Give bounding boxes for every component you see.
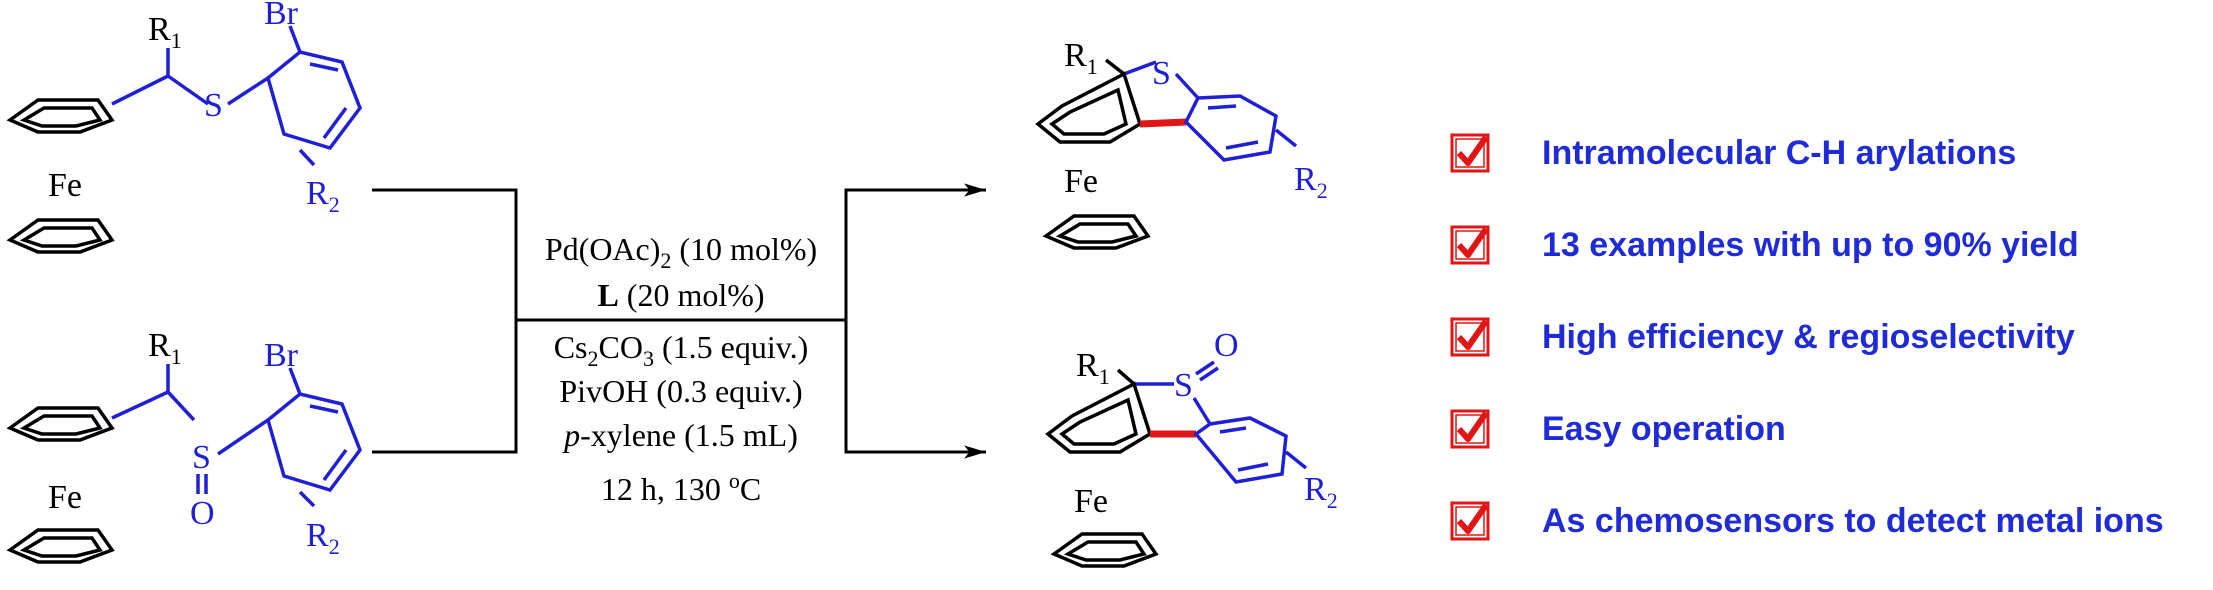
feature-item: Easy operation [1450,406,2210,452]
condition-additive: PivOH (0.3 equiv.) [559,373,802,409]
condition-ligand: L (20 mol%) [597,277,764,313]
cyclopentadienyl-ring-upper [6,98,115,134]
r1-label: R1 [148,11,182,53]
feature-item: Intramolecular C-H arylations [1450,130,2210,176]
benzene-ring-bottom [266,392,362,493]
feature-item: As chemosensors to detect metal ions [1450,498,2210,544]
oxygen-label: O [1214,327,1239,364]
new-cc-bond [1139,118,1187,128]
r1-label: R1 [1064,37,1098,79]
condition-solvent: p-xylene (1.5 mL) [562,417,798,453]
product-bottom: R1 S O R2 Fe [1045,327,1338,568]
sulfur-label: S [204,87,223,124]
cyclopentadienyl-ring-lower [1042,214,1151,250]
cyclopentadienyl-ring-lower [6,528,115,564]
feature-item: 13 examples with up to 90% yield [1450,222,2210,268]
reactant-top: R1 S Br R2 Fe [6,0,362,254]
r2-label: R2 [306,175,340,217]
condition-time-temp: 12 h, 130 oC [601,468,761,507]
benzene-ring-top [266,50,362,151]
feature-text: Easy operation [1542,409,1786,448]
bromine-label: Br [264,337,299,374]
feature-text: High efficiency & regioselectivity [1542,317,2075,356]
benzene-ring-fused [1183,94,1278,162]
checkbox-check-icon [1450,317,1490,357]
r1-label: R1 [1076,347,1110,389]
iron-label: Fe [1074,483,1108,520]
condition-catalyst: Pd(OAc)2 (10 mol%) [545,231,817,273]
iron-label: Fe [1064,163,1098,200]
cyclopentadienyl-ring-fused [1045,381,1153,454]
reaction-conditions: Pd(OAc)2 (10 mol%) L (20 mol%) Cs2CO3 (1… [545,231,817,507]
feature-list: Intramolecular C-H arylations 13 example… [1450,130,2210,590]
cyclopentadienyl-ring-lower [6,218,115,254]
oxygen-label: O [190,495,215,532]
reaction-arrows [372,183,986,459]
iron-label: Fe [48,167,82,204]
cyclopentadienyl-ring-upper [6,406,115,442]
checkbox-check-icon [1450,225,1490,265]
iron-label: Fe [48,479,82,516]
bromine-label: Br [264,0,299,32]
checkbox-check-icon [1450,409,1490,449]
feature-text: Intramolecular C-H arylations [1542,133,2017,172]
sulfur-label: S [192,439,211,476]
r2-label: R2 [1304,471,1338,513]
cyclopentadienyl-ring-lower [1050,532,1159,568]
r1-label: R1 [148,327,182,369]
checkbox-check-icon [1450,501,1490,541]
r2-label: R2 [1294,161,1328,203]
condition-base: Cs2CO3 (1.5 equiv.) [554,329,809,371]
product-top: R1 S R2 Fe [1035,37,1328,250]
feature-item: High efficiency & regioselectivity [1450,314,2210,360]
sulfur-label: S [1174,367,1193,404]
benzene-ring-fused [1193,416,1288,484]
feature-text: 13 examples with up to 90% yield [1542,225,2079,264]
reactant-bottom: R1 S O Br R2 Fe [6,327,362,564]
cyclopentadienyl-ring-fused [1035,71,1143,144]
feature-text: As chemosensors to detect metal ions [1542,501,2164,540]
checkbox-check-icon [1450,133,1490,173]
sulfur-label: S [1152,55,1171,92]
r2-label: R2 [306,517,340,559]
